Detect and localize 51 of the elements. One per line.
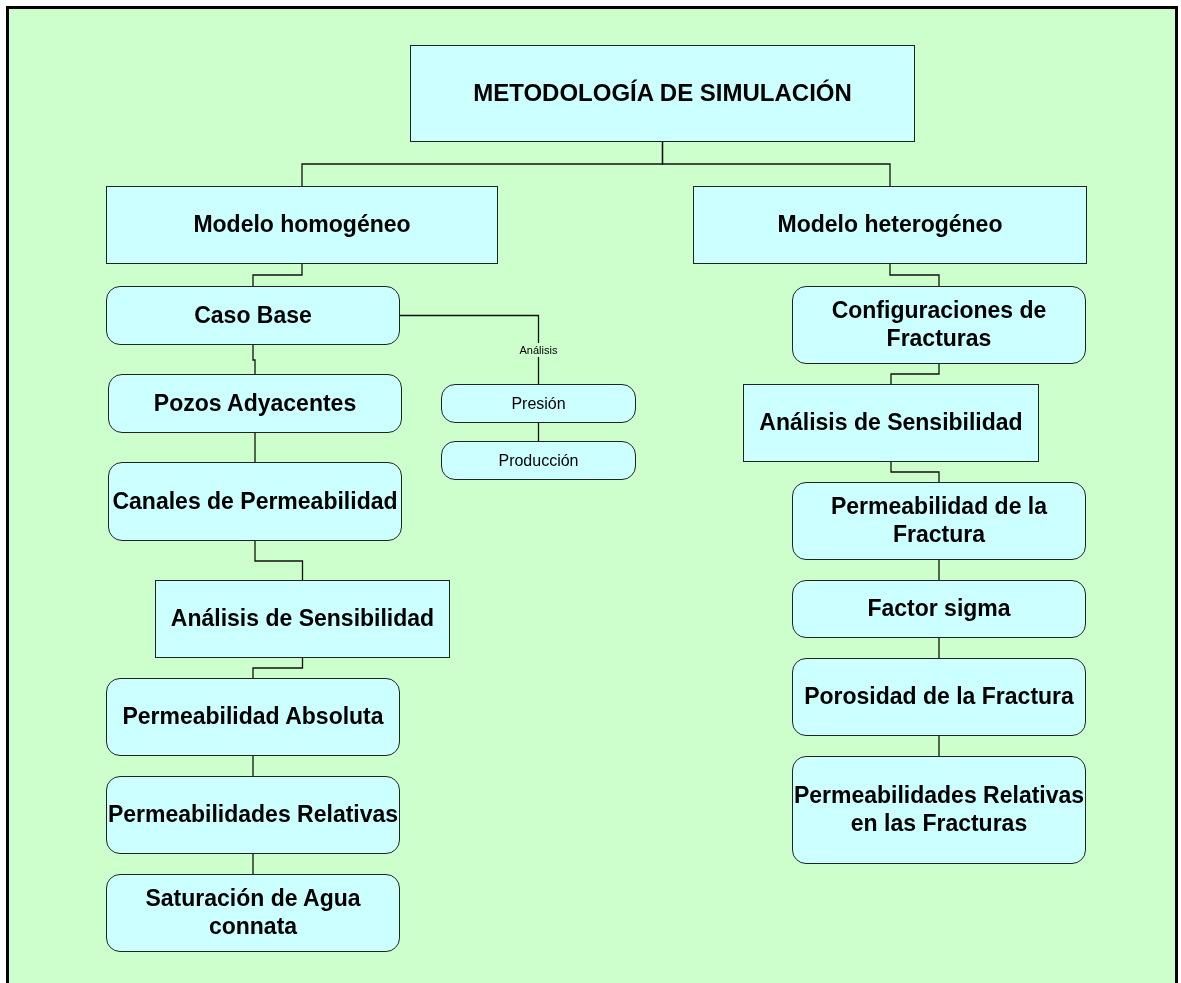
- rounded-process-box: [441, 441, 636, 480]
- rounded-process-box: [441, 384, 636, 423]
- process-box: [743, 384, 1039, 462]
- box-label: Permeabilidad Absoluta: [122, 703, 384, 731]
- rounded-process-box: [792, 756, 1086, 864]
- process-box: [106, 186, 498, 264]
- box-label: Permeabilidades Relativas: [107, 801, 399, 829]
- box-label: Análisis de Sensibilidad: [759, 409, 1023, 437]
- connector-line: [254, 432, 256, 463]
- box-label: Análisis de Sensibilidad: [170, 605, 435, 633]
- box-label: Permeabilidades Relativas en las Fracturas: [793, 782, 1085, 838]
- connector-line: [890, 461, 940, 483]
- box-label: Porosidad de la Fractura: [804, 683, 1074, 711]
- connector-line: [252, 263, 303, 287]
- connector-line: [889, 263, 940, 287]
- connector-line: [938, 637, 940, 659]
- box-label: Configuraciones de Fracturas: [830, 297, 1048, 353]
- box-label: Saturación de Agua connata: [144, 885, 362, 941]
- rounded-process-box: [106, 286, 400, 345]
- rounded-process-box: [108, 374, 402, 433]
- box-label: Permeabilidad de la Fractura: [830, 493, 1049, 549]
- rounded-process-box: [106, 776, 400, 854]
- box-label: Modelo homogéneo: [193, 211, 411, 239]
- box-label: Canales de Permeabilidad: [112, 487, 398, 516]
- box-label: Factor sigma: [867, 595, 1011, 623]
- connector-line: [252, 853, 254, 875]
- box-label: Caso Base: [194, 301, 312, 330]
- rounded-process-box: [108, 462, 402, 541]
- rounded-process-box: [792, 482, 1086, 560]
- rounded-process-box: [106, 874, 400, 952]
- box-label: Pozos Adyacentes: [153, 389, 357, 418]
- process-box: [693, 186, 1087, 264]
- connector-line: [661, 141, 891, 187]
- rounded-process-box: [792, 286, 1086, 364]
- process-box: [410, 45, 915, 142]
- connector-line: [938, 735, 940, 757]
- box-label: METODOLOGÍA DE SIMULACIÓN: [473, 79, 852, 108]
- rounded-process-box: [792, 580, 1086, 638]
- connector-line: [254, 540, 304, 581]
- connector-line: [890, 363, 940, 385]
- rounded-process-box: [792, 658, 1086, 736]
- connector-line: [252, 657, 304, 679]
- connector-line: [252, 344, 256, 375]
- connector-line: [938, 559, 940, 581]
- box-label: Presión: [511, 393, 566, 414]
- process-box: [155, 580, 450, 658]
- box-label: Modelo heterogéneo: [777, 211, 1003, 239]
- rounded-process-box: [106, 678, 400, 756]
- connector-line: [399, 314, 540, 385]
- connector-line: [252, 755, 254, 777]
- box-label: Producción: [498, 450, 579, 471]
